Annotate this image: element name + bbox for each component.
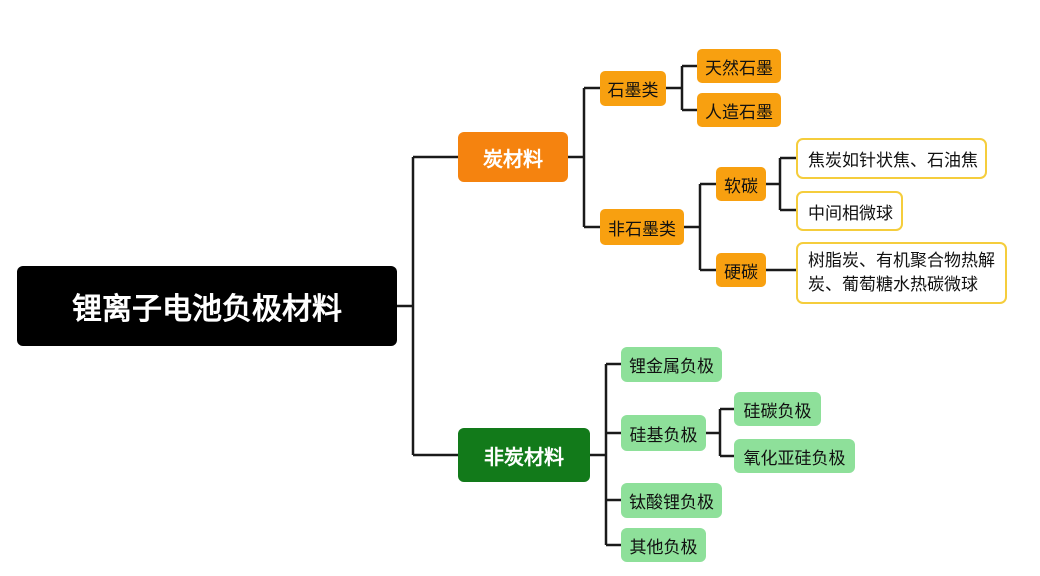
silicon-oxide-node: 氧化亚硅负极 [734, 439, 855, 473]
non-graphite-label: 非石墨类 [608, 219, 676, 240]
artificial-graphite-node: 人造石墨 [697, 93, 781, 127]
silicon-oxide-label: 氧化亚硅负极 [743, 448, 846, 469]
mesophase-label: 中间相微球 [808, 203, 893, 224]
silicon-based-node: 硅基负极 [621, 415, 706, 451]
non-carbon-material-node: 非炭材料 [458, 428, 590, 482]
natural-graphite-label: 天然石墨 [705, 58, 773, 79]
root-label: 锂离子电池负极材料 [72, 292, 342, 327]
hard-carbon-label: 硬碳 [724, 262, 758, 283]
hard-carbon-example-line-2: 炭、葡萄糖水热碳微球 [808, 275, 978, 295]
carbon-material-node: 炭材料 [458, 132, 568, 182]
silicon-based-label: 硅基负极 [629, 425, 698, 446]
mesophase-node: 中间相微球 [796, 191, 903, 231]
lithium-metal-node: 锂金属负极 [621, 347, 722, 382]
silicon-carbon-node: 硅碳负极 [734, 392, 821, 426]
lithium-titanate-label: 钛酸锂负极 [629, 493, 714, 513]
other-anode-node: 其他负极 [621, 528, 706, 562]
hard-carbon-examples-node: 树脂炭、有机聚合物热解 炭、葡萄糖水热碳微球 [796, 242, 1007, 304]
artificial-graphite-label: 人造石墨 [705, 102, 773, 123]
carbon-material-label: 炭材料 [483, 146, 543, 171]
lithium-metal-label: 锂金属负极 [629, 357, 714, 377]
soft-carbon-label: 软碳 [724, 176, 758, 197]
other-anode-label: 其他负极 [629, 537, 698, 558]
hard-carbon-node: 硬碳 [716, 253, 766, 287]
soft-carbon-node: 软碳 [716, 167, 766, 201]
graphite-node: 石墨类 [600, 71, 666, 106]
graphite-label: 石墨类 [607, 81, 659, 101]
silicon-carbon-label: 硅碳负极 [743, 401, 812, 422]
non-carbon-material-label: 非炭材料 [484, 444, 564, 469]
coke-label: 焦炭如针状焦、石油焦 [808, 151, 978, 171]
lithium-titanate-node: 钛酸锂负极 [621, 483, 722, 518]
root-node: 锂离子电池负极材料 [17, 266, 397, 346]
non-graphite-node: 非石墨类 [600, 209, 684, 245]
hard-carbon-example-line-1: 树脂炭、有机聚合物热解 [808, 251, 995, 271]
natural-graphite-node: 天然石墨 [697, 49, 781, 83]
coke-node: 焦炭如针状焦、石油焦 [796, 138, 987, 179]
